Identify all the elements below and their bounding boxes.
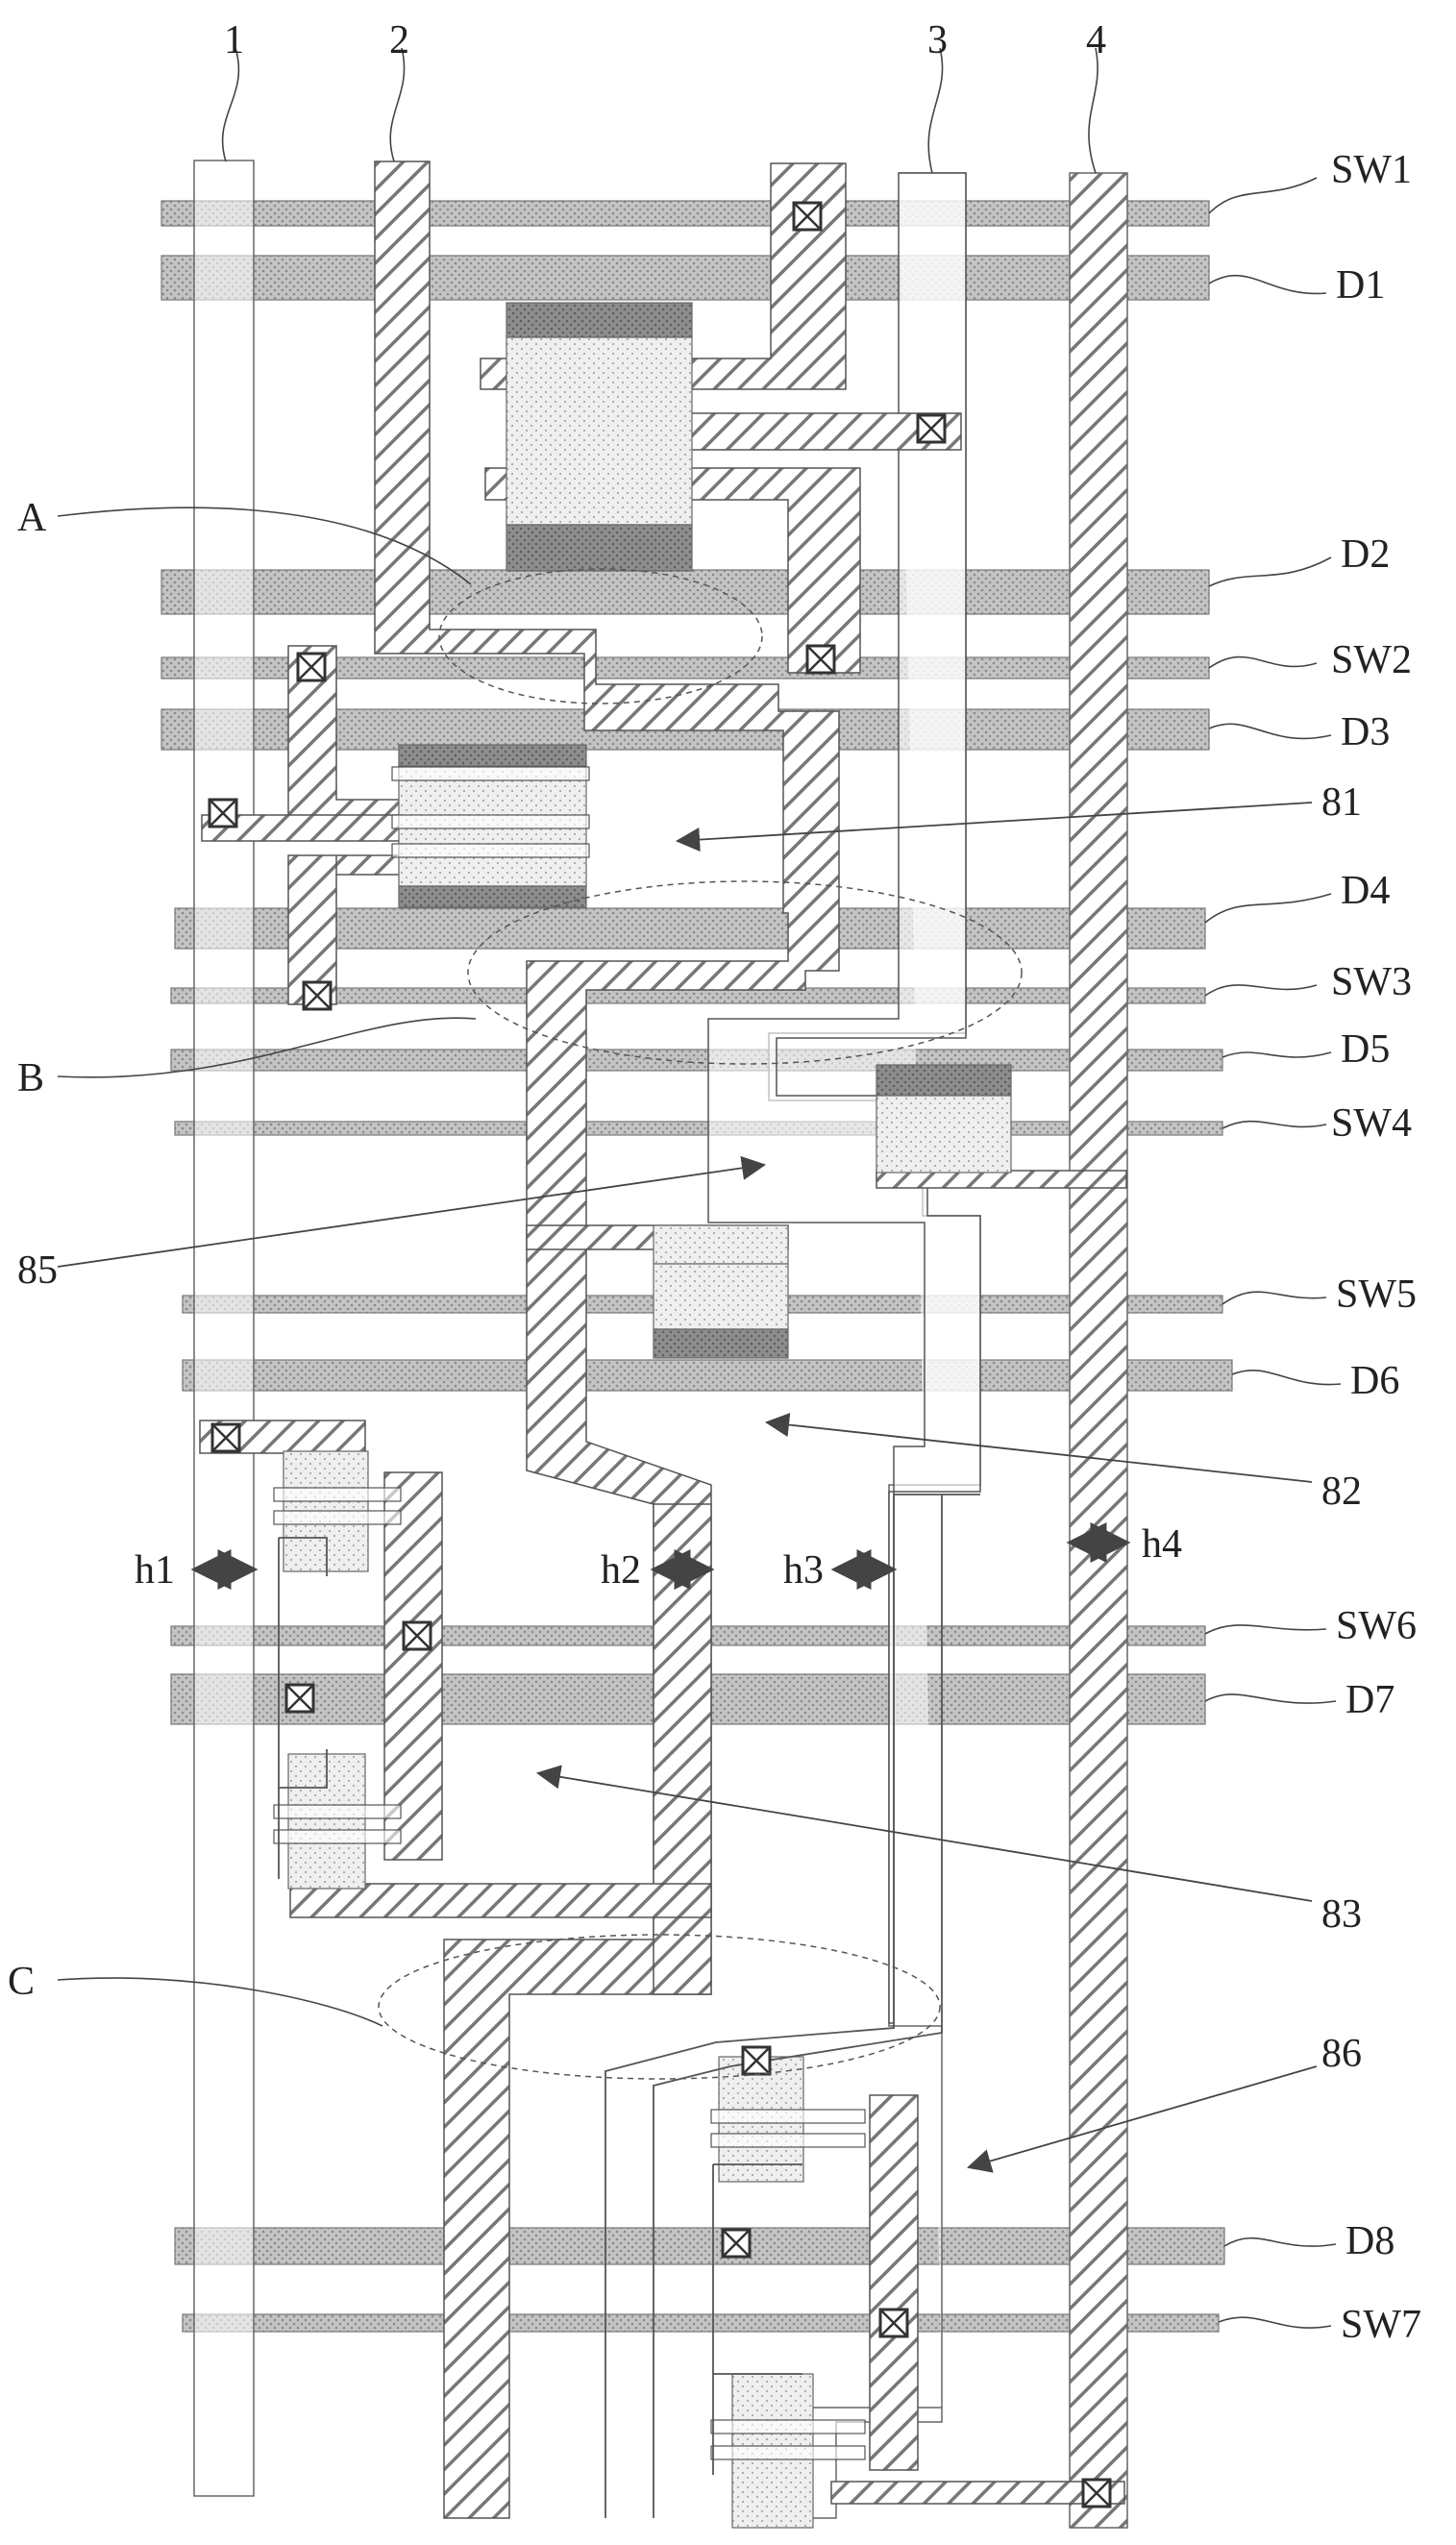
area-label-C: C: [8, 1960, 35, 2004]
stack-82-top: [653, 1224, 789, 1265]
line-label-D7: D7: [1345, 1678, 1394, 1722]
line-label-SW7: SW7: [1341, 2303, 1421, 2347]
ellipse-C: [378, 1934, 941, 2080]
via: [721, 2228, 752, 2259]
column-label-1: 1: [224, 18, 244, 62]
line-label-SW4: SW4: [1331, 1101, 1412, 1146]
line-label-D4: D4: [1341, 869, 1390, 913]
via: [302, 980, 333, 1011]
line-SW1: [160, 200, 1210, 227]
block-86-inner: [712, 2163, 802, 2475]
column-1: [193, 160, 255, 2497]
column-3-band: [707, 172, 981, 2024]
stack-82-body: [653, 1263, 789, 1330]
via: [878, 2308, 909, 2338]
spacing-label-h4: h4: [1142, 1522, 1182, 1567]
area-label-B: B: [17, 1056, 44, 1100]
arrow-83: [535, 1765, 1313, 1902]
line-label-SW1: SW1: [1331, 148, 1412, 192]
spacing-label-h1: h1: [135, 1548, 175, 1593]
line-SW4: [174, 1121, 1223, 1136]
line-label-D8: D8: [1345, 2219, 1394, 2263]
via: [210, 1422, 241, 1453]
line-D5: [170, 1049, 1223, 1072]
column-label-3: 3: [927, 18, 948, 62]
spacing-arrows: [190, 1522, 1131, 1590]
dashed-regions: [378, 568, 1023, 2080]
block-83-bottom: [289, 1883, 712, 1918]
via: [296, 652, 327, 682]
line-label-D1: D1: [1336, 263, 1385, 308]
stack-sw4-top: [876, 1064, 1012, 1097]
line-D6: [182, 1359, 1233, 1392]
column-label-4: 4: [1086, 18, 1106, 62]
line-D8: [174, 2227, 1225, 2265]
line-D1: [160, 255, 1210, 301]
via: [1081, 2478, 1112, 2508]
spacing-label-h2: h2: [601, 1548, 641, 1593]
via: [284, 1683, 315, 1714]
region-label-81: 81: [1321, 780, 1362, 825]
line-label-D2: D2: [1341, 532, 1390, 577]
plain-bands: [278, 1494, 980, 2518]
upper-stack-top: [506, 302, 693, 338]
line-D4: [174, 907, 1206, 950]
stack-81-top: [398, 744, 587, 767]
stack-sw4-body: [876, 1095, 1012, 1174]
column-3-lower-outline-2: [653, 1495, 943, 2518]
region-label-86: 86: [1321, 2032, 1362, 2076]
stack-82-bottom: [653, 1328, 789, 1359]
arrow-86: [966, 2065, 1318, 2173]
arrow-81: [675, 802, 1313, 852]
gate-strips: [273, 766, 866, 2460]
via: [805, 644, 836, 675]
region-label-85: 85: [17, 1248, 58, 1293]
column-2-top: [374, 161, 840, 1244]
labels: 1 2 3 4 SW1 D1 D2 SW2 D3 D4 SW3 D5 SW4 S…: [8, 18, 1421, 2347]
upper-stack-body: [506, 336, 693, 526]
spacing-label-h3: h3: [783, 1548, 824, 1593]
column-3-lower-outline: [605, 1494, 980, 2518]
column-label-2: 2: [389, 18, 409, 62]
contact-vias: [208, 201, 1112, 2508]
column-4: [1069, 172, 1128, 2529]
line-label-SW3: SW3: [1331, 960, 1412, 1004]
right-sw4-strip: [876, 1170, 1127, 1189]
via: [208, 798, 238, 828]
block-83-inner: [278, 1537, 328, 1879]
ellipse-B: [467, 880, 1023, 1065]
region-arrows: [57, 802, 1318, 2173]
via: [402, 1620, 432, 1651]
region-label-82: 82: [1321, 1470, 1362, 1514]
line-label-SW6: SW6: [1336, 1604, 1417, 1648]
block-86-right: [869, 2094, 919, 2471]
via: [916, 413, 947, 444]
block-86-bottom: [830, 2481, 1125, 2505]
line-label-D6: D6: [1350, 1359, 1399, 1403]
upper-stack-bottom: [506, 524, 693, 572]
arrow-85: [57, 1155, 767, 1268]
line-label-SW5: SW5: [1336, 1272, 1417, 1317]
via: [741, 2045, 772, 2076]
leader-lines: [57, 47, 1342, 2329]
region-label-83: 83: [1321, 1892, 1362, 1937]
arrow-82: [764, 1412, 1313, 1483]
area-label-A: A: [17, 496, 47, 540]
line-label-D5: D5: [1341, 1027, 1390, 1072]
line-label-D3: D3: [1341, 710, 1390, 754]
line-label-SW2: SW2: [1331, 638, 1412, 682]
via: [792, 201, 823, 232]
column-2-lower: [653, 1503, 712, 1995]
stack-81-bottom: [398, 885, 587, 908]
ellipse-A: [438, 568, 763, 704]
line-D2: [160, 569, 1210, 615]
block-83-right: [383, 1471, 443, 1861]
line-SW7: [182, 2313, 1220, 2333]
